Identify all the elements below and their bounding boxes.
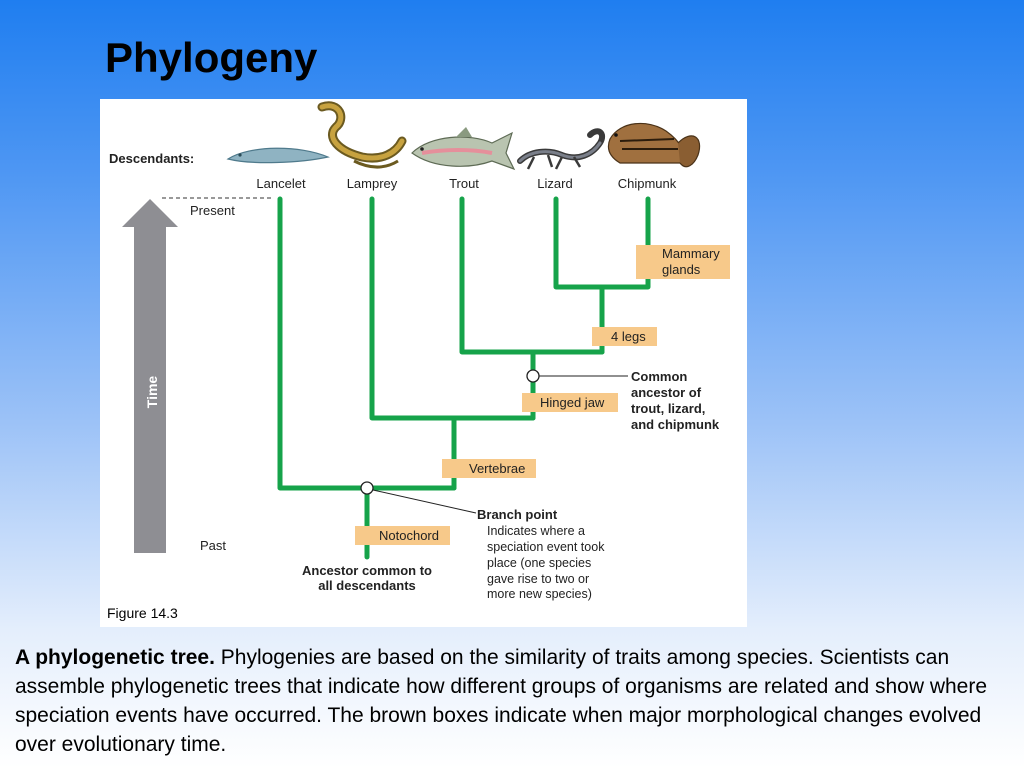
common-ancestor-line2: ancestor of bbox=[631, 385, 702, 400]
common-ancestor-node bbox=[526, 369, 540, 383]
phylogenetic-tree-figure: Descendants: Lancelet bbox=[100, 99, 747, 627]
branch-lizard bbox=[553, 196, 605, 290]
branch-point-title: Branch point bbox=[477, 507, 558, 522]
chipmunk-illustration bbox=[607, 122, 701, 168]
branch-lamprey bbox=[369, 196, 536, 421]
trait-notochord: Notochord bbox=[355, 526, 450, 545]
root-ancestor-line2: all descendants bbox=[318, 578, 416, 593]
slide-title: Phylogeny bbox=[105, 34, 318, 81]
trait-notochord-label: Notochord bbox=[379, 528, 439, 543]
figure-number: Figure 14.3 bbox=[107, 605, 178, 621]
trait-hinged-jaw-label: Hinged jaw bbox=[540, 395, 605, 410]
species-label-trout: Trout bbox=[449, 176, 479, 191]
branch-point-line4: gave rise to two or bbox=[487, 572, 589, 586]
trait-mammary-glands: Mammary glands bbox=[636, 245, 730, 279]
trait-mammary-line2: glands bbox=[662, 262, 701, 277]
species-label-lizard: Lizard bbox=[537, 176, 572, 191]
trait-vertebrae: Vertebrae bbox=[442, 459, 536, 478]
descendants-label: Descendants: bbox=[109, 151, 194, 166]
branch-point-description: Indicates where a speciation event took … bbox=[487, 524, 605, 601]
common-ancestor-annotation: Common ancestor of trout, lizard, and ch… bbox=[631, 369, 720, 432]
branch-point-line5: more new species) bbox=[487, 587, 592, 601]
common-ancestor-line3: trout, lizard, bbox=[631, 401, 705, 416]
trait-mammary-line1: Mammary bbox=[662, 246, 720, 261]
trait-four-legs-label: 4 legs bbox=[611, 329, 646, 344]
common-ancestor-line4: and chipmunk bbox=[631, 417, 720, 432]
root-ancestor-line1: Ancestor common to bbox=[302, 563, 432, 578]
branch-point-line2: speciation event took bbox=[487, 540, 605, 554]
species-label-lancelet: Lancelet bbox=[256, 176, 306, 191]
tree-diagram: Descendants: Lancelet bbox=[107, 101, 730, 621]
branch-trout bbox=[459, 196, 605, 355]
caption-lead: A phylogenetic tree. bbox=[15, 646, 215, 669]
tree-branches bbox=[277, 196, 651, 560]
caption-body: Phylogenies are based on the similarity … bbox=[15, 646, 988, 756]
lancelet-illustration bbox=[226, 147, 330, 164]
branch-point-leader bbox=[372, 489, 477, 514]
time-past-label: Past bbox=[200, 538, 226, 553]
lamprey-illustration bbox=[317, 101, 407, 169]
lizard-illustration bbox=[517, 128, 606, 170]
trout-illustration bbox=[411, 127, 516, 171]
time-axis-arrow: Time bbox=[122, 199, 178, 553]
species-label-chipmunk: Chipmunk bbox=[618, 176, 677, 191]
branch-point-node bbox=[360, 481, 374, 495]
common-ancestor-line1: Common bbox=[631, 369, 687, 384]
trait-four-legs: 4 legs bbox=[592, 327, 657, 346]
branch-chipmunk bbox=[599, 196, 651, 290]
time-present-label: Present bbox=[190, 203, 235, 218]
trait-hinged-jaw: Hinged jaw bbox=[522, 393, 618, 412]
time-axis-label: Time bbox=[144, 376, 160, 409]
branch-point-line1: Indicates where a bbox=[487, 524, 585, 538]
branch-lancelet bbox=[277, 196, 457, 491]
trait-vertebrae-label: Vertebrae bbox=[469, 461, 525, 476]
branch-point-line3: place (one species bbox=[487, 556, 591, 570]
root-ancestor-annotation: Ancestor common to all descendants bbox=[302, 563, 432, 593]
species-label-lamprey: Lamprey bbox=[347, 176, 398, 191]
figure-caption: A phylogenetic tree. Phylogenies are bas… bbox=[15, 643, 1015, 759]
